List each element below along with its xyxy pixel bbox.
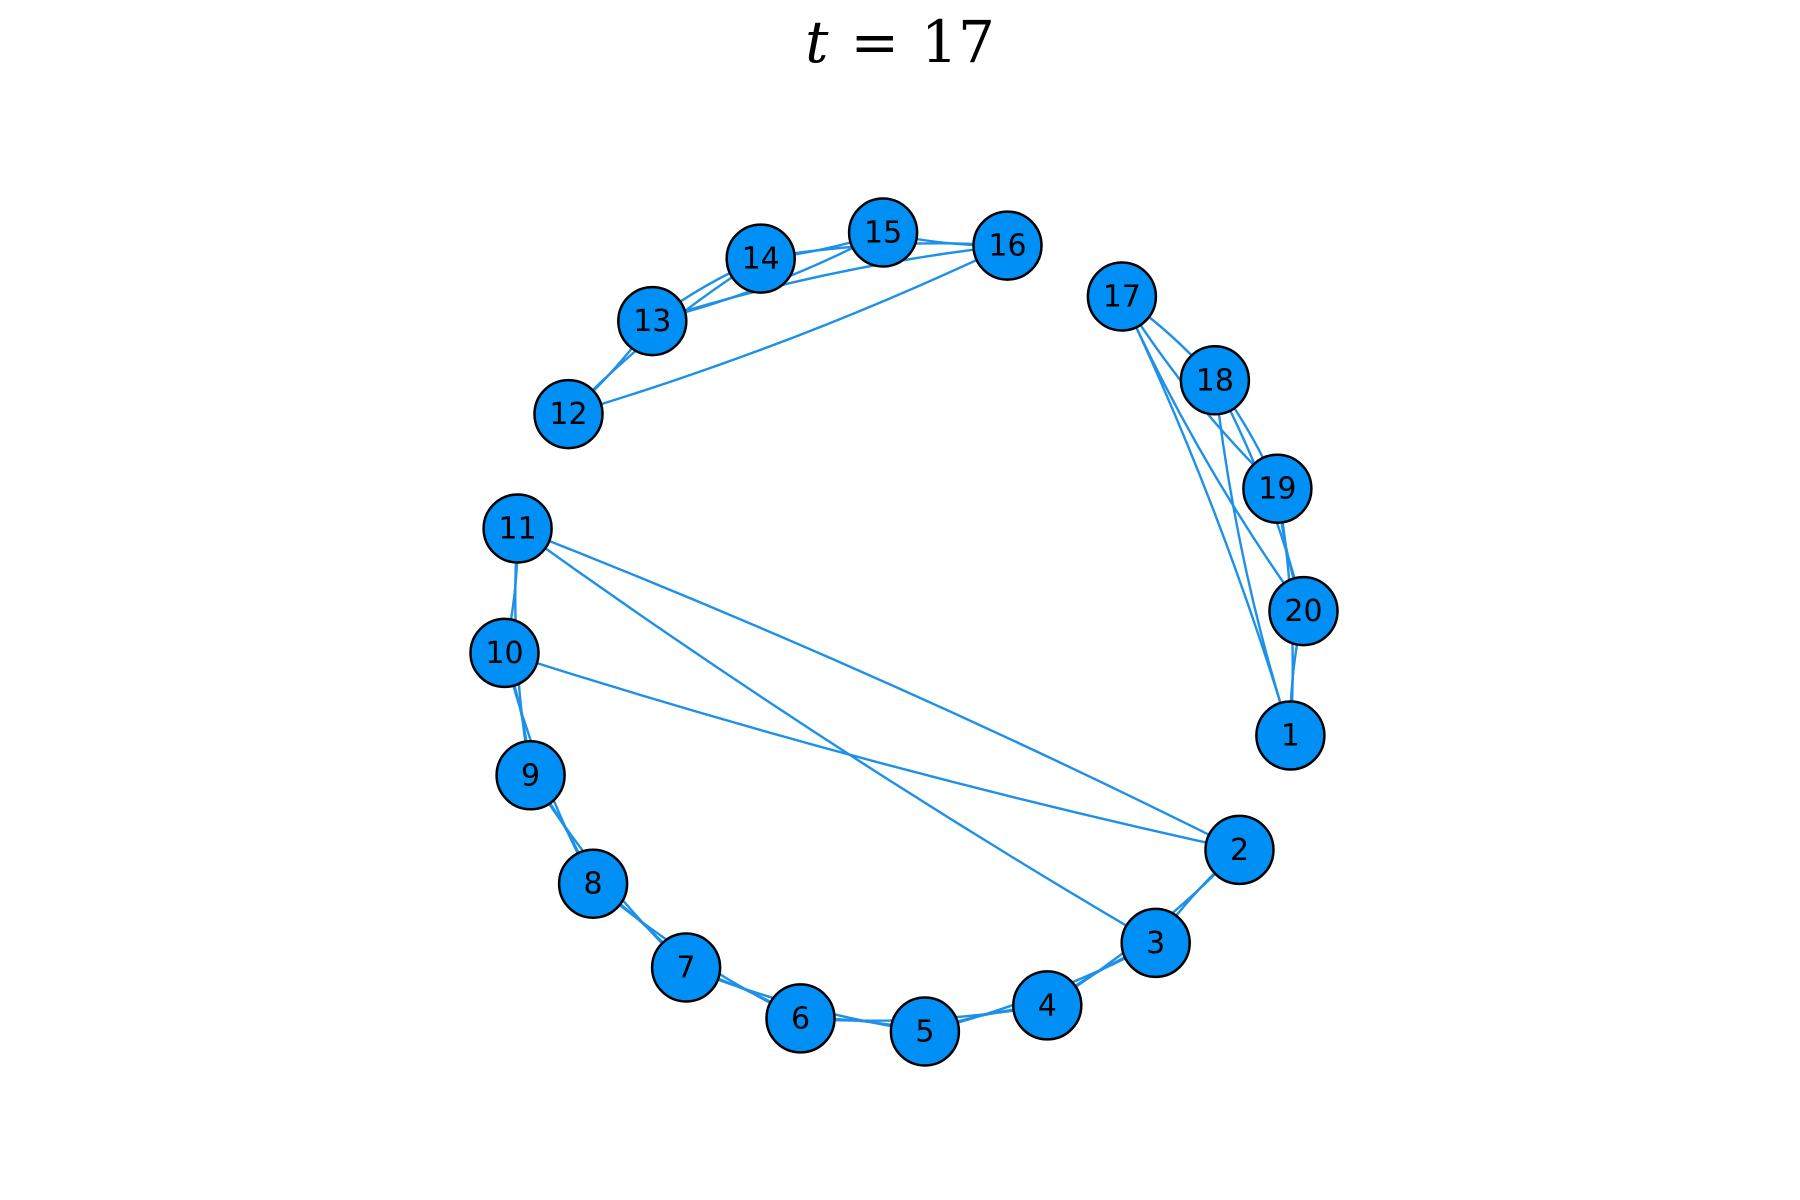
node-18: 18	[1179, 345, 1251, 416]
node-label-7: 7	[677, 951, 696, 986]
node-circle-15	[847, 197, 919, 268]
node-label-13: 13	[633, 304, 671, 339]
node-circle-13	[617, 285, 688, 357]
node-label-17: 17	[1103, 280, 1141, 315]
node-15: 15	[847, 197, 919, 268]
node-label-1: 1	[1281, 719, 1300, 754]
node-13: 13	[617, 285, 688, 357]
node-20: 20	[1268, 575, 1339, 647]
node-circle-10	[469, 617, 540, 689]
node-17: 17	[1086, 261, 1158, 332]
node-circle-8	[557, 848, 629, 919]
node-label-3: 3	[1146, 926, 1165, 961]
node-label-5: 5	[915, 1015, 934, 1050]
node-5: 5	[889, 996, 961, 1067]
node-label-10: 10	[485, 636, 523, 671]
edge-2-11	[516, 527, 1241, 852]
node-circle-3	[1120, 907, 1191, 979]
node-4: 4	[1012, 970, 1083, 1041]
node-7: 7	[650, 932, 722, 1003]
node-10: 10	[469, 617, 540, 689]
node-label-14: 14	[742, 242, 780, 277]
title-variable: t	[805, 8, 829, 76]
node-8: 8	[557, 848, 629, 919]
node-label-8: 8	[584, 867, 603, 902]
node-label-2: 2	[1230, 833, 1249, 868]
node-circle-17	[1086, 261, 1158, 332]
edge-3-11	[516, 527, 1157, 945]
node-circle-6	[765, 983, 836, 1054]
node-2: 2	[1204, 814, 1275, 886]
node-label-6: 6	[791, 1001, 810, 1036]
node-circle-18	[1179, 345, 1251, 416]
node-circle-7	[650, 932, 722, 1003]
node-circle-4	[1012, 970, 1083, 1041]
node-circle-5	[889, 996, 961, 1067]
title-value: 17	[921, 8, 995, 76]
node-circle-1	[1255, 700, 1326, 771]
node-6: 6	[765, 983, 836, 1054]
node-label-11: 11	[499, 512, 537, 547]
edge-12-16	[567, 244, 1009, 416]
node-label-4: 4	[1038, 988, 1057, 1023]
node-12: 12	[533, 378, 604, 450]
node-11: 11	[482, 493, 553, 564]
node-label-9: 9	[521, 758, 540, 793]
edge-20-17	[1120, 295, 1305, 613]
node-3: 3	[1120, 907, 1191, 979]
diagram-title: t = 17	[805, 8, 995, 76]
node-1: 1	[1255, 700, 1326, 771]
node-14: 14	[725, 223, 796, 294]
node-circle-11	[482, 493, 553, 564]
node-label-12: 12	[549, 397, 587, 432]
node-circle-14	[725, 223, 796, 294]
node-circle-12	[533, 378, 604, 450]
node-label-16: 16	[988, 229, 1026, 264]
node-label-15: 15	[864, 216, 902, 251]
edge-2-10	[503, 651, 1241, 852]
node-circle-9	[495, 740, 566, 811]
node-16: 16	[972, 210, 1043, 281]
node-label-19: 19	[1258, 472, 1296, 507]
node-label-18: 18	[1196, 363, 1234, 398]
node-19: 19	[1242, 453, 1313, 524]
title-relation: =	[850, 8, 899, 76]
node-circle-16	[972, 210, 1043, 281]
node-circle-20	[1268, 575, 1339, 647]
edge-13-16	[651, 244, 1009, 323]
node-9: 9	[495, 740, 566, 811]
node-circle-2	[1204, 814, 1275, 886]
node-label-20: 20	[1284, 594, 1322, 629]
edge-layer	[503, 231, 1305, 1033]
node-circle-19	[1242, 453, 1313, 524]
